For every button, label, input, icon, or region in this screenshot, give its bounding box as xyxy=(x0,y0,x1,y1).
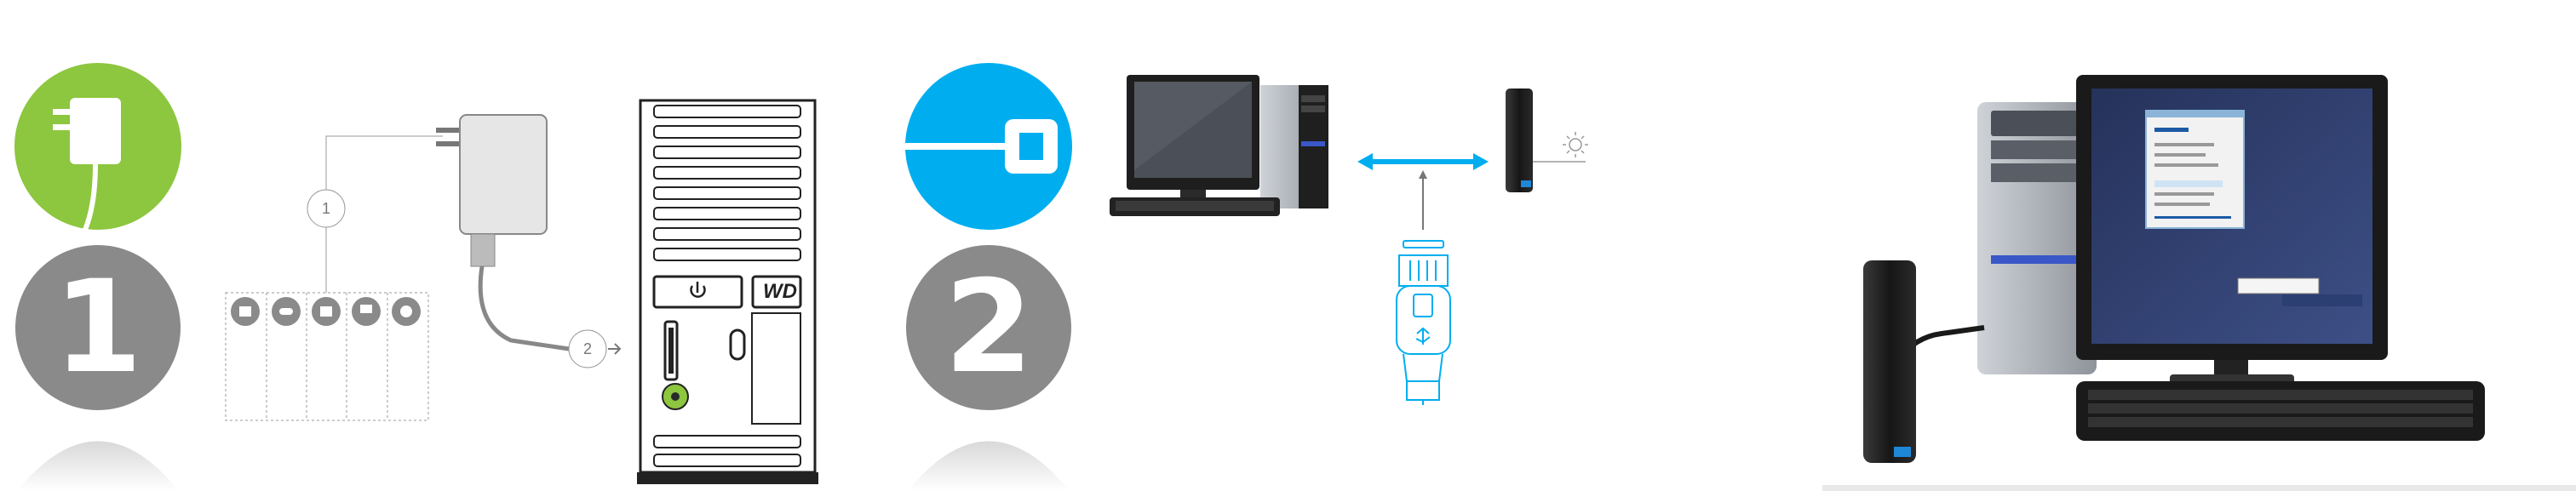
ac-adapter xyxy=(436,115,569,349)
step-1-panel: 1 1 2 WD xyxy=(0,0,886,491)
explorer-window xyxy=(2146,111,2244,228)
step-2-number: 2 xyxy=(891,246,1087,409)
usb-cable-icon xyxy=(904,63,1072,230)
taskbar-tray xyxy=(2282,294,2362,306)
power-adapter-icon xyxy=(14,63,181,230)
notification-popup xyxy=(2238,278,2319,294)
desktop-computer-large xyxy=(1977,75,2485,441)
drive-large xyxy=(1863,260,1984,463)
connection-arrow xyxy=(1357,153,1489,230)
step-2-illustration xyxy=(886,0,2576,491)
step-2-panel: 2 xyxy=(886,0,2576,491)
callout-2: 2 xyxy=(569,330,606,368)
usb-connector-icon xyxy=(1397,241,1450,405)
callout-1: 1 xyxy=(307,190,345,227)
drive-small xyxy=(1506,88,1586,192)
kensington-slot xyxy=(731,330,744,359)
wd-logo: WD xyxy=(763,280,797,304)
step-1-number: 1 xyxy=(0,246,196,409)
desktop-computer xyxy=(1110,75,1328,216)
activity-light-icon xyxy=(1563,132,1588,157)
